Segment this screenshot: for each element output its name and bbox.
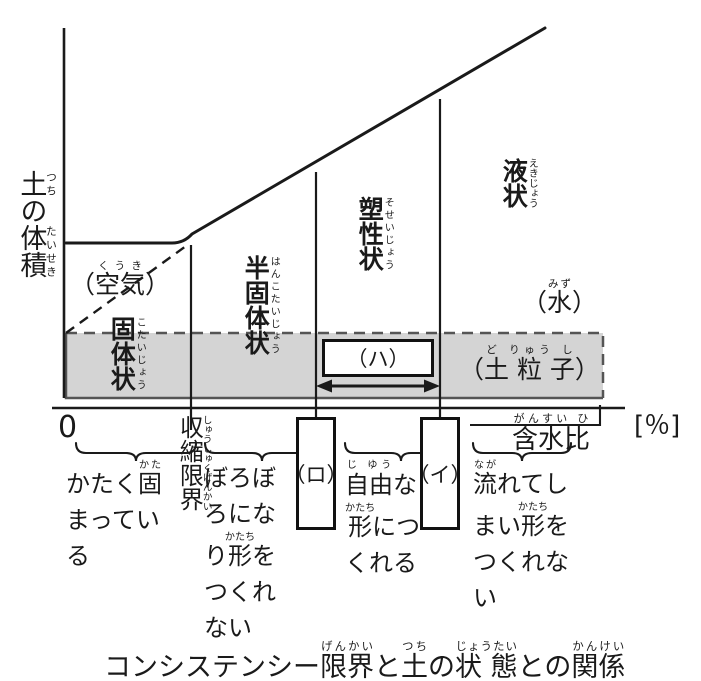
description-jiyuuna-katachi: 自由じ ゆうな 形かたちにつ くれる <box>345 460 421 577</box>
brace-4 <box>471 441 573 462</box>
answer-box-ro[interactable]: （ロ） <box>285 417 348 530</box>
total-volume-curve <box>64 26 547 245</box>
answer-box-ro-label: （ロ） <box>284 462 348 487</box>
soil-particles-label: （土 粒 子ど りゅう し） <box>459 344 600 384</box>
shrinkage-limit-label: 収縮限界しゅうしゅくげんかい <box>175 415 212 511</box>
x-axis-origin-label: 0 <box>58 410 78 445</box>
description-boroboro: ぼろぼ ろにな り形かたちを つくれ ない <box>204 464 276 642</box>
region-label-liquid: 液状えきじょう <box>499 158 538 208</box>
soil-band-dashed-border <box>66 331 605 398</box>
answer-box-i-label: （イ） <box>408 462 472 487</box>
answer-box-ha[interactable]: （ハ） <box>322 339 434 377</box>
region-label-solid: 固体状こたいじょう <box>107 316 146 391</box>
description-kataku-katamatteiru: かたく固かた まってい る <box>66 460 162 570</box>
water-label: （水みず） <box>522 278 598 317</box>
soil-band-solid-border <box>64 333 603 400</box>
water-content-brace <box>470 405 602 427</box>
description-nagarete-shimai: 流ながれてし まい形かたちを つくれな い <box>473 460 569 612</box>
plasticity-index-arrow <box>316 379 440 393</box>
y-axis-label: 土つちの体積たいせき <box>15 170 58 278</box>
answer-box-ha-label: （ハ） <box>346 347 410 371</box>
region-label-semi-solid: 半固体状はんこたいじょう <box>241 255 280 355</box>
x-axis-unit-label: [％] <box>634 411 681 441</box>
water-volume-dashed-line <box>65 245 187 334</box>
region-label-plastic: 塑性状そせいじょう <box>355 196 394 271</box>
brace-1 <box>74 441 198 462</box>
x-axis-label: 含水比がんすい ひ <box>512 412 591 455</box>
answer-box-i[interactable]: （イ） <box>409 417 472 530</box>
figure-caption: コンシステンシー限界げんかいと土つちの状 態じょうたいとの関係かんけい <box>104 639 626 681</box>
y-axis-label-text: 土つち <box>15 170 58 197</box>
air-label: （空気くうき） <box>70 260 171 299</box>
